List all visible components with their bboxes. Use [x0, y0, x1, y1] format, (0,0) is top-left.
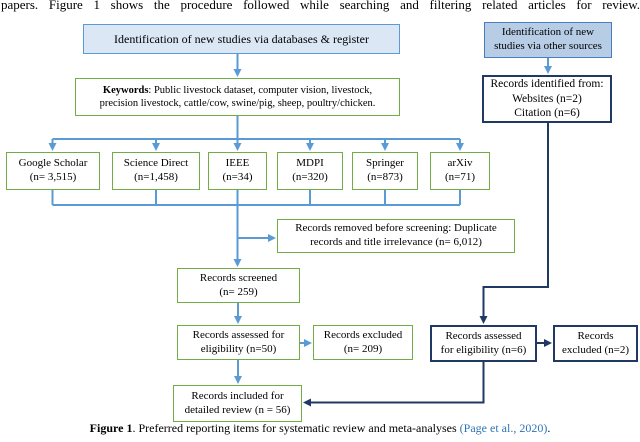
figure-caption-text: . Preferred reporting items for systemat…	[132, 421, 460, 435]
db-header-box: Identification of new studies via databa…	[83, 24, 400, 54]
db-count: (n=71)	[444, 171, 476, 183]
database-box-science-direct: Science Direct(n=1,458)	[112, 152, 200, 190]
database-box-google-scholar: Google Scholar(n= 3,515)	[6, 152, 100, 190]
db-name: MDPI	[296, 157, 324, 170]
figure-caption: Figure 1. Preferred reporting items for …	[0, 421, 640, 436]
figure-caption-label: Figure 1	[89, 421, 133, 435]
records-assessed-box: Records assessed for eligibility (n=50)	[177, 325, 300, 360]
keywords-text: Keywords: Public livestock dataset, comp…	[99, 84, 376, 109]
records-excluded-other-box: Records excluded (n=2)	[553, 325, 638, 362]
database-box-arxiv: arXiv(n=71)	[430, 152, 490, 190]
figure-caption-suffix: .	[547, 421, 551, 435]
records-included-box: Records included for detailed review (n …	[173, 385, 302, 422]
keywords-box: Keywords: Public livestock dataset, comp…	[75, 78, 400, 116]
db-count: (n=873)	[367, 171, 403, 183]
arrow-assessed-other-to-included	[303, 362, 485, 407]
keywords-label: Keywords	[102, 84, 149, 96]
db-count: (n=1,458)	[134, 171, 178, 183]
db-count: (n=320)	[292, 171, 328, 183]
db-count: (n= 3,515)	[29, 171, 77, 183]
db-name: Google Scholar	[18, 157, 88, 170]
database-box-springer: Springer(n=873)	[352, 152, 418, 190]
citation-link[interactable]: (Page et al., 2020)	[459, 421, 548, 435]
other-sources-header-box: Identification of new studies via other …	[484, 22, 612, 58]
db-count: (n=34)	[222, 171, 253, 183]
records-excluded-box: Records excluded (n= 209)	[313, 325, 413, 360]
line-db-stubs	[51, 190, 461, 205]
db-name: arXiv	[447, 157, 473, 170]
records-screened-box: Records screened (n= 259)	[177, 268, 300, 303]
intro-text: papers. Figure 1 shows the procedure fol…	[1, 0, 640, 12]
db-name: Science Direct	[123, 157, 189, 170]
database-box-mdpi: MDPI(n=320)	[277, 152, 343, 190]
records-removed-box: Records removed before screening: Duplic…	[277, 219, 515, 253]
records-assessed-other-box: Records assessed for eligibility (n=6)	[430, 325, 537, 362]
db-name: Springer	[366, 157, 404, 170]
db-name: IEEE	[225, 157, 250, 170]
records-identified-box: Records identified from: Websites (n=2) …	[482, 75, 612, 123]
database-box-ieee: IEEE(n=34)	[208, 152, 267, 190]
